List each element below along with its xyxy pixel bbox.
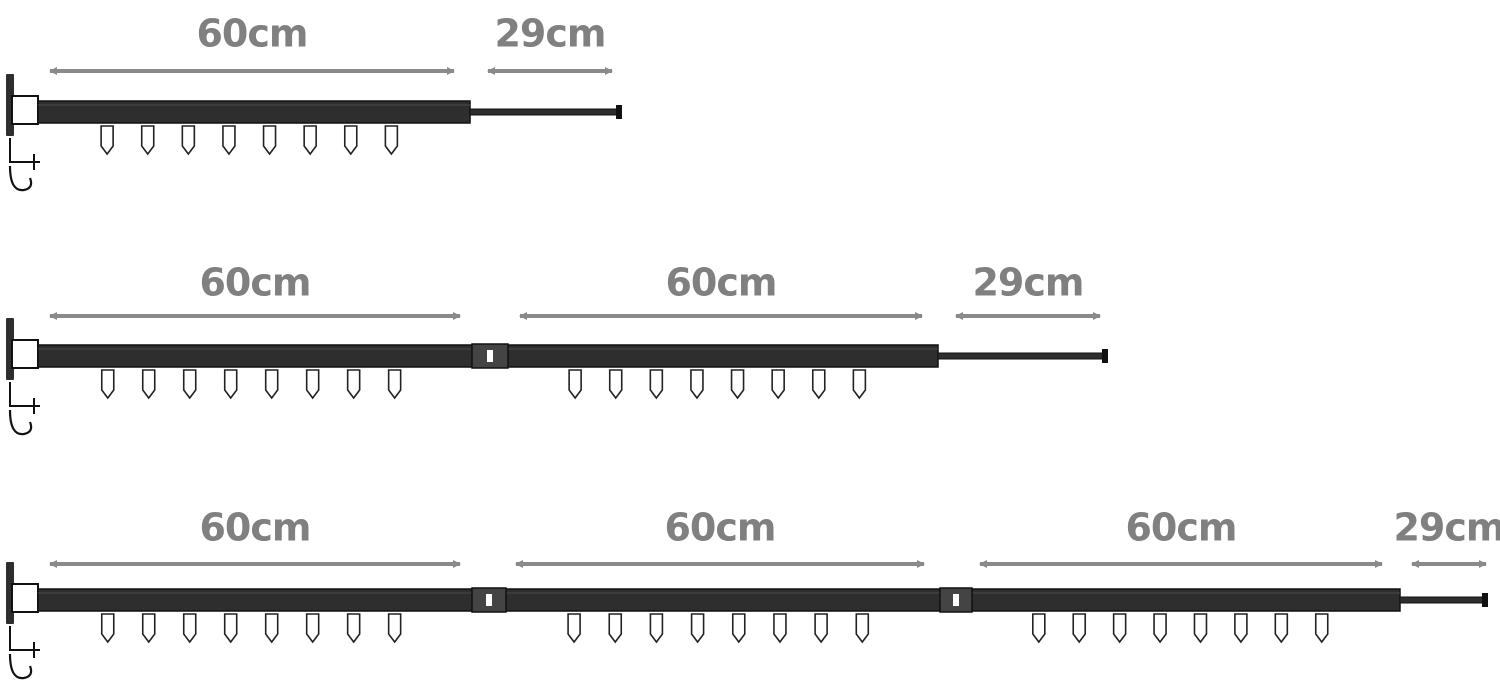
hook (305, 369, 320, 400)
rail-section (969, 588, 1401, 612)
hook (649, 369, 664, 400)
hook (182, 613, 197, 644)
hook (223, 369, 238, 400)
bracket-arm (9, 382, 40, 407)
hook (568, 369, 582, 400)
hook (100, 369, 115, 400)
rod-end-cap (1102, 349, 1108, 363)
hook (649, 613, 664, 644)
hook (303, 125, 317, 156)
hook (1153, 613, 1167, 644)
dimension-label: 60cm (199, 261, 310, 305)
dimension-label: 60cm (664, 506, 775, 550)
bracket-arm (9, 626, 40, 651)
dimension-label: 29cm (494, 12, 605, 56)
rail-section (503, 588, 943, 612)
hook (811, 369, 826, 400)
rail-section (37, 588, 475, 612)
hook (222, 125, 236, 156)
hook (1193, 613, 1208, 644)
hook (100, 125, 114, 156)
hook (1234, 613, 1248, 644)
rail-section (505, 344, 939, 368)
hook (346, 369, 361, 400)
hook (608, 369, 623, 400)
bracket-hook (8, 653, 33, 680)
dimension-label: 29cm (972, 261, 1083, 305)
hook (855, 613, 870, 644)
hook (264, 369, 279, 400)
hook (814, 613, 828, 644)
dimension-label: 29cm (1393, 506, 1500, 550)
bracket-hook (8, 165, 33, 192)
hook (852, 369, 867, 400)
extension-rod (469, 108, 619, 116)
hook (181, 125, 196, 156)
hook (384, 125, 399, 156)
hook (223, 613, 238, 644)
hook (141, 369, 156, 400)
mount-block (11, 95, 39, 125)
hook (140, 125, 155, 156)
hook (141, 613, 156, 644)
hook (1072, 613, 1087, 644)
hook (343, 125, 358, 156)
hook (387, 613, 402, 644)
dimension-label: 60cm (665, 261, 776, 305)
rod-end-cap (616, 105, 622, 119)
bracket-hook (8, 409, 33, 436)
mount-block (11, 339, 39, 369)
dimension-label: 60cm (199, 506, 310, 550)
hook (690, 369, 704, 400)
bracket-arm (9, 138, 40, 163)
rail-section (37, 344, 475, 368)
connector-latch (953, 594, 959, 606)
hook (1032, 613, 1046, 644)
dimension-label: 60cm (196, 12, 307, 56)
hook (305, 613, 320, 644)
connector-latch (487, 350, 493, 362)
hook (773, 613, 787, 644)
hook (346, 613, 361, 644)
hook (264, 613, 279, 644)
extension-rod (937, 352, 1105, 360)
hook (182, 369, 197, 400)
hook (1314, 613, 1329, 644)
hook (731, 613, 746, 644)
hook (387, 369, 402, 400)
rod-end-cap (1482, 593, 1488, 607)
connector-latch (486, 594, 492, 606)
extension-rod (1399, 596, 1485, 604)
rack-row-1: 60cm 29cm (6, 12, 622, 192)
hook (771, 369, 785, 400)
mount-block (11, 583, 39, 613)
hook (1112, 613, 1127, 644)
hook (567, 613, 581, 644)
hook (608, 613, 623, 644)
hook (730, 369, 745, 400)
rail-section (37, 100, 471, 124)
hook (100, 613, 115, 644)
hook (1274, 613, 1289, 644)
hook (690, 613, 705, 644)
dimension-label: 60cm (1125, 506, 1236, 550)
rack-row-3: 60cm 60cm 60cm 29cm (6, 506, 1500, 680)
hook (262, 125, 277, 156)
rack-row-2: 60cm 60cm 29cm (6, 261, 1108, 436)
